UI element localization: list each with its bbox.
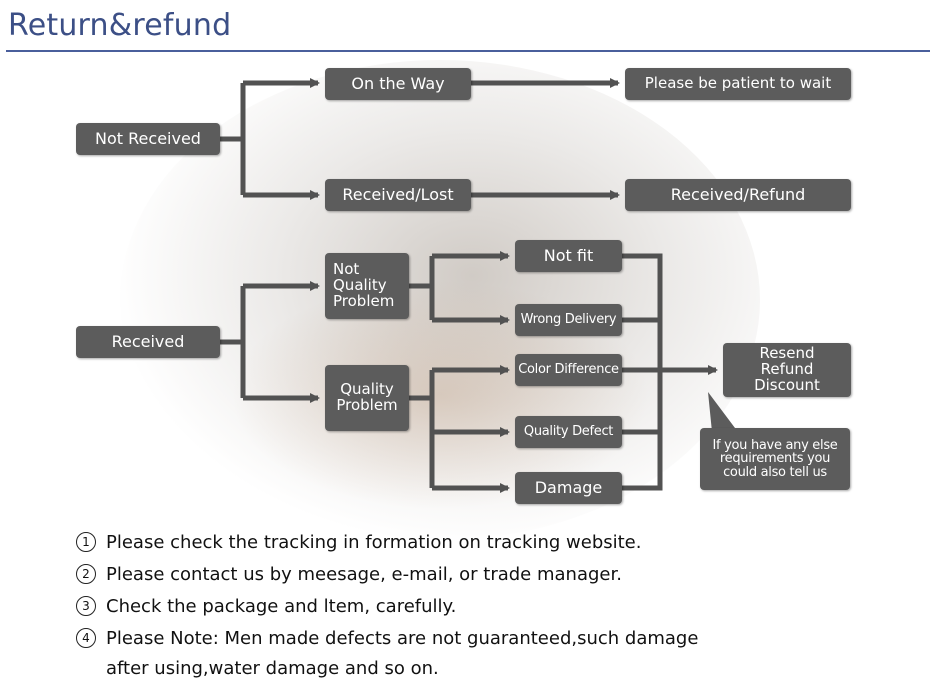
note-text: Please check the tracking in formation o… bbox=[106, 532, 642, 553]
note-item: 2 Please contact us by meesage, e-mail, … bbox=[76, 560, 896, 590]
note-number: 3 bbox=[76, 596, 96, 616]
node-not-fit: Not fit bbox=[515, 240, 622, 272]
title-underline bbox=[6, 50, 930, 52]
callout-other-requirements: If you have any else requirements you co… bbox=[700, 428, 850, 490]
node-not-received: Not Received bbox=[76, 123, 220, 155]
node-received-refund: Received/Refund bbox=[625, 179, 851, 211]
notes-list: 1 Please check the tracking in formation… bbox=[76, 528, 896, 686]
note-item: 1 Please check the tracking in formation… bbox=[76, 528, 896, 558]
node-not-quality-problem: Not Quality Problem bbox=[325, 253, 409, 319]
node-color-difference: Color Difference bbox=[515, 354, 622, 386]
callout-pointer bbox=[708, 392, 738, 432]
connector-received-trunk bbox=[218, 286, 246, 398]
note-number: 1 bbox=[76, 532, 96, 552]
note-number: 4 bbox=[76, 628, 96, 648]
node-quality-problem: Quality Problem bbox=[325, 365, 409, 431]
connector-quality-trunk bbox=[409, 370, 435, 488]
node-damage: Damage bbox=[515, 472, 622, 504]
note-number: 2 bbox=[76, 564, 96, 584]
node-received-lost: Received/Lost bbox=[325, 179, 471, 211]
connector-not-quality-trunk bbox=[409, 256, 435, 320]
note-item: 3 Check the package and ltem, carefully. bbox=[76, 592, 896, 622]
note-item: 4 Please Note: Men made defects are not … bbox=[76, 624, 896, 684]
node-resend-refund-discount: Resend Refund Discount bbox=[723, 343, 851, 397]
note-text: Check the package and ltem, carefully. bbox=[106, 596, 457, 617]
node-wrong-delivery: Wrong Delivery bbox=[515, 304, 622, 336]
node-received: Received bbox=[76, 326, 220, 358]
page-title: Return&refund bbox=[8, 8, 232, 43]
note-text: Please Note: Men made defects are not gu… bbox=[106, 628, 699, 679]
node-on-the-way: On the Way bbox=[325, 68, 471, 100]
node-quality-defect: Quality Defect bbox=[515, 416, 622, 448]
connector-not-received-trunk bbox=[218, 83, 246, 195]
node-please-be-patient: Please be patient to wait bbox=[625, 68, 851, 100]
note-text: Please contact us by meesage, e-mail, or… bbox=[106, 564, 622, 585]
